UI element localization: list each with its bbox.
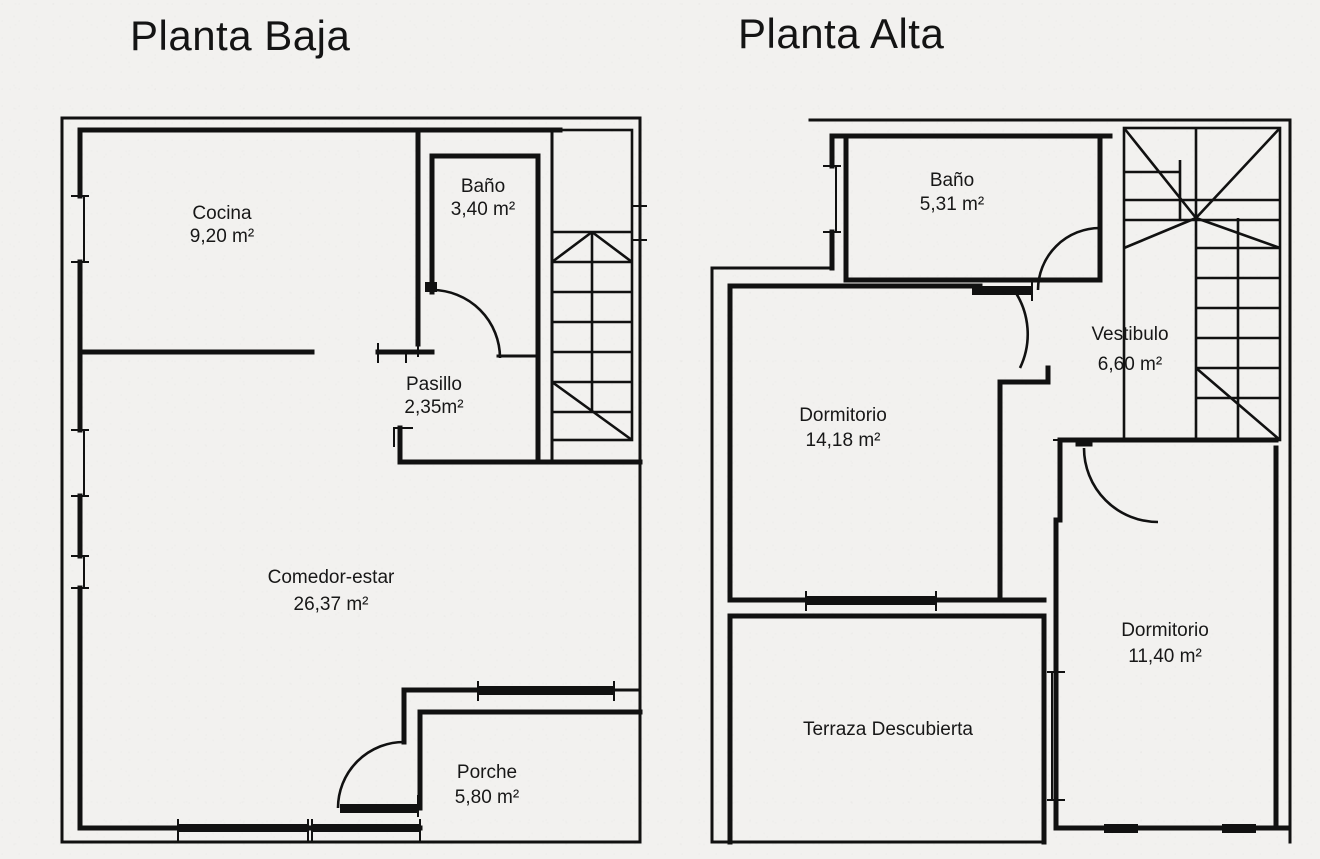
pa-dormitorio1-walls <box>727 365 1051 611</box>
pb-outer-boundary <box>60 116 642 844</box>
pb-bano-door <box>429 283 540 359</box>
area-bano-alta: 5,31 m² <box>920 194 984 215</box>
pa-dormitorio1-door <box>972 281 1033 369</box>
plan-planta-baja: Cocina 9,20 m² Baño 3,40 m² Pasillo 2,35… <box>60 116 647 844</box>
label-comedor-estar: Comedor-estar <box>268 567 395 588</box>
label-bano-baja: Baño <box>461 176 505 197</box>
label-bano-alta: Baño <box>930 170 974 191</box>
label-pasillo: Pasillo <box>406 374 462 395</box>
area-dormitorio-2: 11,40 m² <box>1128 646 1202 667</box>
pa-terraza-walls <box>710 613 1047 845</box>
pa-left-outer-wall <box>710 266 983 844</box>
label-cocina: Cocina <box>192 203 252 224</box>
pb-left-windows <box>71 195 89 589</box>
label-vestibulo: Vestibulo <box>1091 324 1168 345</box>
pa-bano-door <box>1036 219 1103 291</box>
pa-dormitorio2-door <box>1075 441 1159 524</box>
area-comedor-estar: 26,37 m² <box>294 594 369 615</box>
label-terraza: Terraza Descubierta <box>803 719 973 740</box>
area-pasillo: 2,35m² <box>404 397 463 418</box>
label-dormitorio-2: Dormitorio <box>1121 620 1209 641</box>
area-bano-baja: 3,40 m² <box>451 199 515 220</box>
pb-staircase <box>550 128 634 442</box>
pb-right-edge-marks <box>633 205 647 241</box>
area-cocina: 9,20 m² <box>190 226 254 247</box>
pa-bano-walls <box>808 118 1292 283</box>
label-dormitorio-1: Dormitorio <box>799 405 887 426</box>
pa-vestibulo-walls <box>1053 437 1151 523</box>
area-vestibulo: 6,60 m² <box>1098 354 1162 375</box>
pa-staircase <box>1122 126 1282 442</box>
plan-title-planta-alta: Planta Alta <box>738 10 945 57</box>
pb-room-labels: Cocina 9,20 m² Baño 3,40 m² Pasillo 2,35… <box>190 176 519 808</box>
area-porche: 5,80 m² <box>455 787 519 808</box>
plan-planta-alta: Baño 5,31 m² Vestibulo 6,60 m² Dormitori… <box>710 118 1292 845</box>
pa-room-labels: Baño 5,31 m² Vestibulo 6,60 m² Dormitori… <box>799 170 1209 740</box>
label-porche: Porche <box>457 762 517 783</box>
area-dormitorio-1: 14,18 m² <box>806 430 881 451</box>
plan-title-planta-baja: Planta Baja <box>130 12 351 59</box>
pb-bathroom-walls <box>375 127 541 363</box>
pb-bottom-openings <box>177 819 421 843</box>
pb-main-walls <box>77 127 563 831</box>
pb-porche-walls <box>336 681 643 817</box>
